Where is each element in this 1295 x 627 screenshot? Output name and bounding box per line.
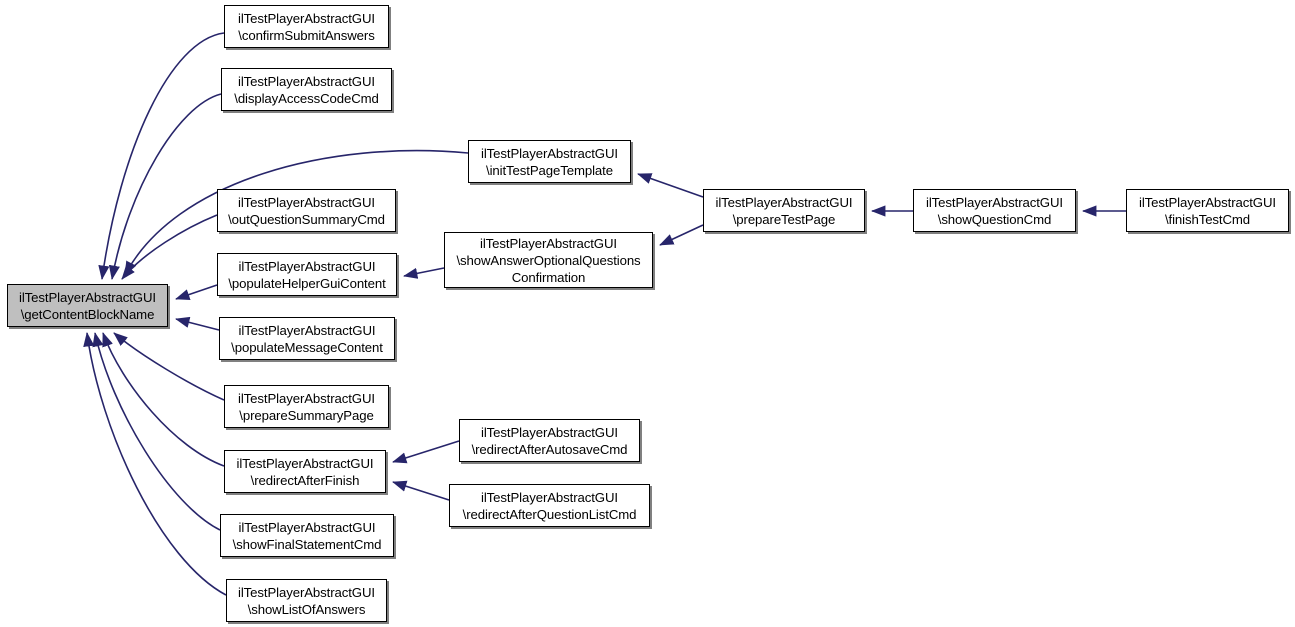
node-class-label: ilTestPlayerAbstractGUI: [238, 73, 375, 89]
node-class-label: ilTestPlayerAbstractGUI: [19, 289, 156, 305]
edge-showAnswerOptionalQuestionsConfirmation: [403, 267, 445, 279]
node-populateMessageContent[interactable]: ilTestPlayerAbstractGUI \populateMessage…: [219, 317, 395, 360]
node-method-label: \redirectAfterAutosaveCmd: [471, 441, 628, 457]
node-class-label: ilTestPlayerAbstractGUI: [236, 455, 374, 471]
node-showFinalStatementCmd[interactable]: ilTestPlayerAbstractGUI \showFinalStatem…: [220, 514, 394, 557]
node-displayAccessCodeCmd[interactable]: ilTestPlayerAbstractGUI \displayAccessCo…: [221, 68, 392, 111]
node-method-label: \prepareSummaryPage: [239, 407, 374, 423]
node-class-label: ilTestPlayerAbstractGUI: [480, 235, 617, 251]
node-redirectAfterAutosaveCmd[interactable]: ilTestPlayerAbstractGUI \redirectAfterAu…: [459, 419, 640, 462]
node-method-label: \populateMessageContent: [231, 339, 383, 355]
node-method-label: \getContentBlockName: [20, 306, 155, 322]
node-class-label: ilTestPlayerAbstractGUI: [715, 194, 853, 210]
edge-outQuestionSummaryCmd: [121, 214, 218, 280]
node-class-label: ilTestPlayerAbstractGUI: [238, 258, 376, 274]
node-showListOfAnswers[interactable]: ilTestPlayerAbstractGUI \showListOfAnswe…: [226, 579, 387, 622]
edge-redirectAfterAutosaveCmd: [392, 440, 460, 464]
node-getContentBlockName[interactable]: ilTestPlayerAbstractGUI \getContentBlock…: [7, 284, 168, 327]
node-method-label: \outQuestionSummaryCmd: [228, 211, 385, 227]
node-confirmSubmitAnswers[interactable]: ilTestPlayerAbstractGUI \confirmSubmitAn…: [224, 5, 389, 48]
node-method-label: \initTestPageTemplate: [486, 162, 613, 178]
node-class-label: ilTestPlayerAbstractGUI: [238, 390, 375, 406]
edge-initTestPageTemplate: [124, 149, 469, 276]
node-class-label: ilTestPlayerAbstractGUI: [1139, 194, 1276, 210]
node-class-label: ilTestPlayerAbstractGUI: [481, 424, 618, 440]
node-redirectAfterQuestionListCmd[interactable]: ilTestPlayerAbstractGUI \redirectAfterQu…: [449, 484, 650, 527]
node-prepareSummaryPage[interactable]: ilTestPlayerAbstractGUI \prepareSummaryP…: [224, 385, 389, 428]
node-initTestPageTemplate[interactable]: ilTestPlayerAbstractGUI \initTestPageTem…: [468, 140, 631, 183]
node-method-label: \confirmSubmitAnswers: [238, 27, 375, 43]
edge-populateMessageContent: [175, 316, 220, 331]
node-class-label: ilTestPlayerAbstractGUI: [238, 10, 375, 26]
node-method-label: \finishTestCmd: [1164, 211, 1251, 227]
node-method-label: \showListOfAnswers: [247, 601, 366, 617]
node-method-label: \showFinalStatementCmd: [232, 536, 382, 552]
edge-prepareSummaryPage: [113, 332, 225, 401]
node-prepareTestPage[interactable]: ilTestPlayerAbstractGUI \prepareTestPage: [703, 189, 865, 232]
edge-redirectAfterFinish: [102, 332, 225, 467]
node-class-label: ilTestPlayerAbstractGUI: [238, 584, 375, 600]
graph-edges: [83, 32, 1126, 596]
node-method-label: \prepareTestPage: [732, 211, 836, 227]
node-class-label: ilTestPlayerAbstractGUI: [238, 322, 376, 338]
node-outQuestionSummaryCmd[interactable]: ilTestPlayerAbstractGUI \outQuestionSumm…: [217, 189, 396, 232]
node-showQuestionCmd[interactable]: ilTestPlayerAbstractGUI \showQuestionCmd: [913, 189, 1076, 232]
edge-redirectAfterQuestionListCmd: [392, 480, 450, 501]
node-method-label-continued: Confirmation: [511, 269, 586, 285]
node-class-label: ilTestPlayerAbstractGUI: [238, 519, 376, 535]
node-class-label: ilTestPlayerAbstractGUI: [238, 194, 375, 210]
node-class-label: ilTestPlayerAbstractGUI: [481, 145, 618, 161]
node-showAnswerOptionalQuestionsConfirmation[interactable]: ilTestPlayerAbstractGUI \showAnswerOptio…: [444, 232, 653, 288]
node-finishTestCmd[interactable]: ilTestPlayerAbstractGUI \finishTestCmd: [1126, 189, 1289, 232]
edge-displayAccessCodeCmd: [108, 93, 222, 280]
edge-prepareTestPage-showAnswerOptional: [659, 224, 704, 246]
node-populateHelperGuiContent[interactable]: ilTestPlayerAbstractGUI \populateHelperG…: [217, 253, 397, 296]
node-method-label: \showQuestionCmd: [937, 211, 1052, 227]
node-redirectAfterFinish[interactable]: ilTestPlayerAbstractGUI \redirectAfterFi…: [224, 450, 386, 493]
node-method-label: \populateHelperGuiContent: [228, 275, 386, 291]
edge-confirmSubmitAnswers: [98, 32, 225, 280]
node-method-label: \redirectAfterFinish: [250, 472, 360, 488]
node-method-label: \displayAccessCodeCmd: [234, 90, 379, 106]
edge-populateHelperGuiContent: [175, 284, 218, 300]
node-method-label: \redirectAfterQuestionListCmd: [462, 506, 637, 522]
edge-showFinalStatementCmd: [92, 332, 221, 531]
edge-showListOfAnswers: [83, 332, 227, 596]
edge-prepareTestPage-initTestPageTemplate: [637, 173, 704, 198]
node-class-label: ilTestPlayerAbstractGUI: [481, 489, 618, 505]
node-method-label: \showAnswerOptionalQuestions: [456, 252, 641, 268]
node-class-label: ilTestPlayerAbstractGUI: [926, 194, 1063, 210]
